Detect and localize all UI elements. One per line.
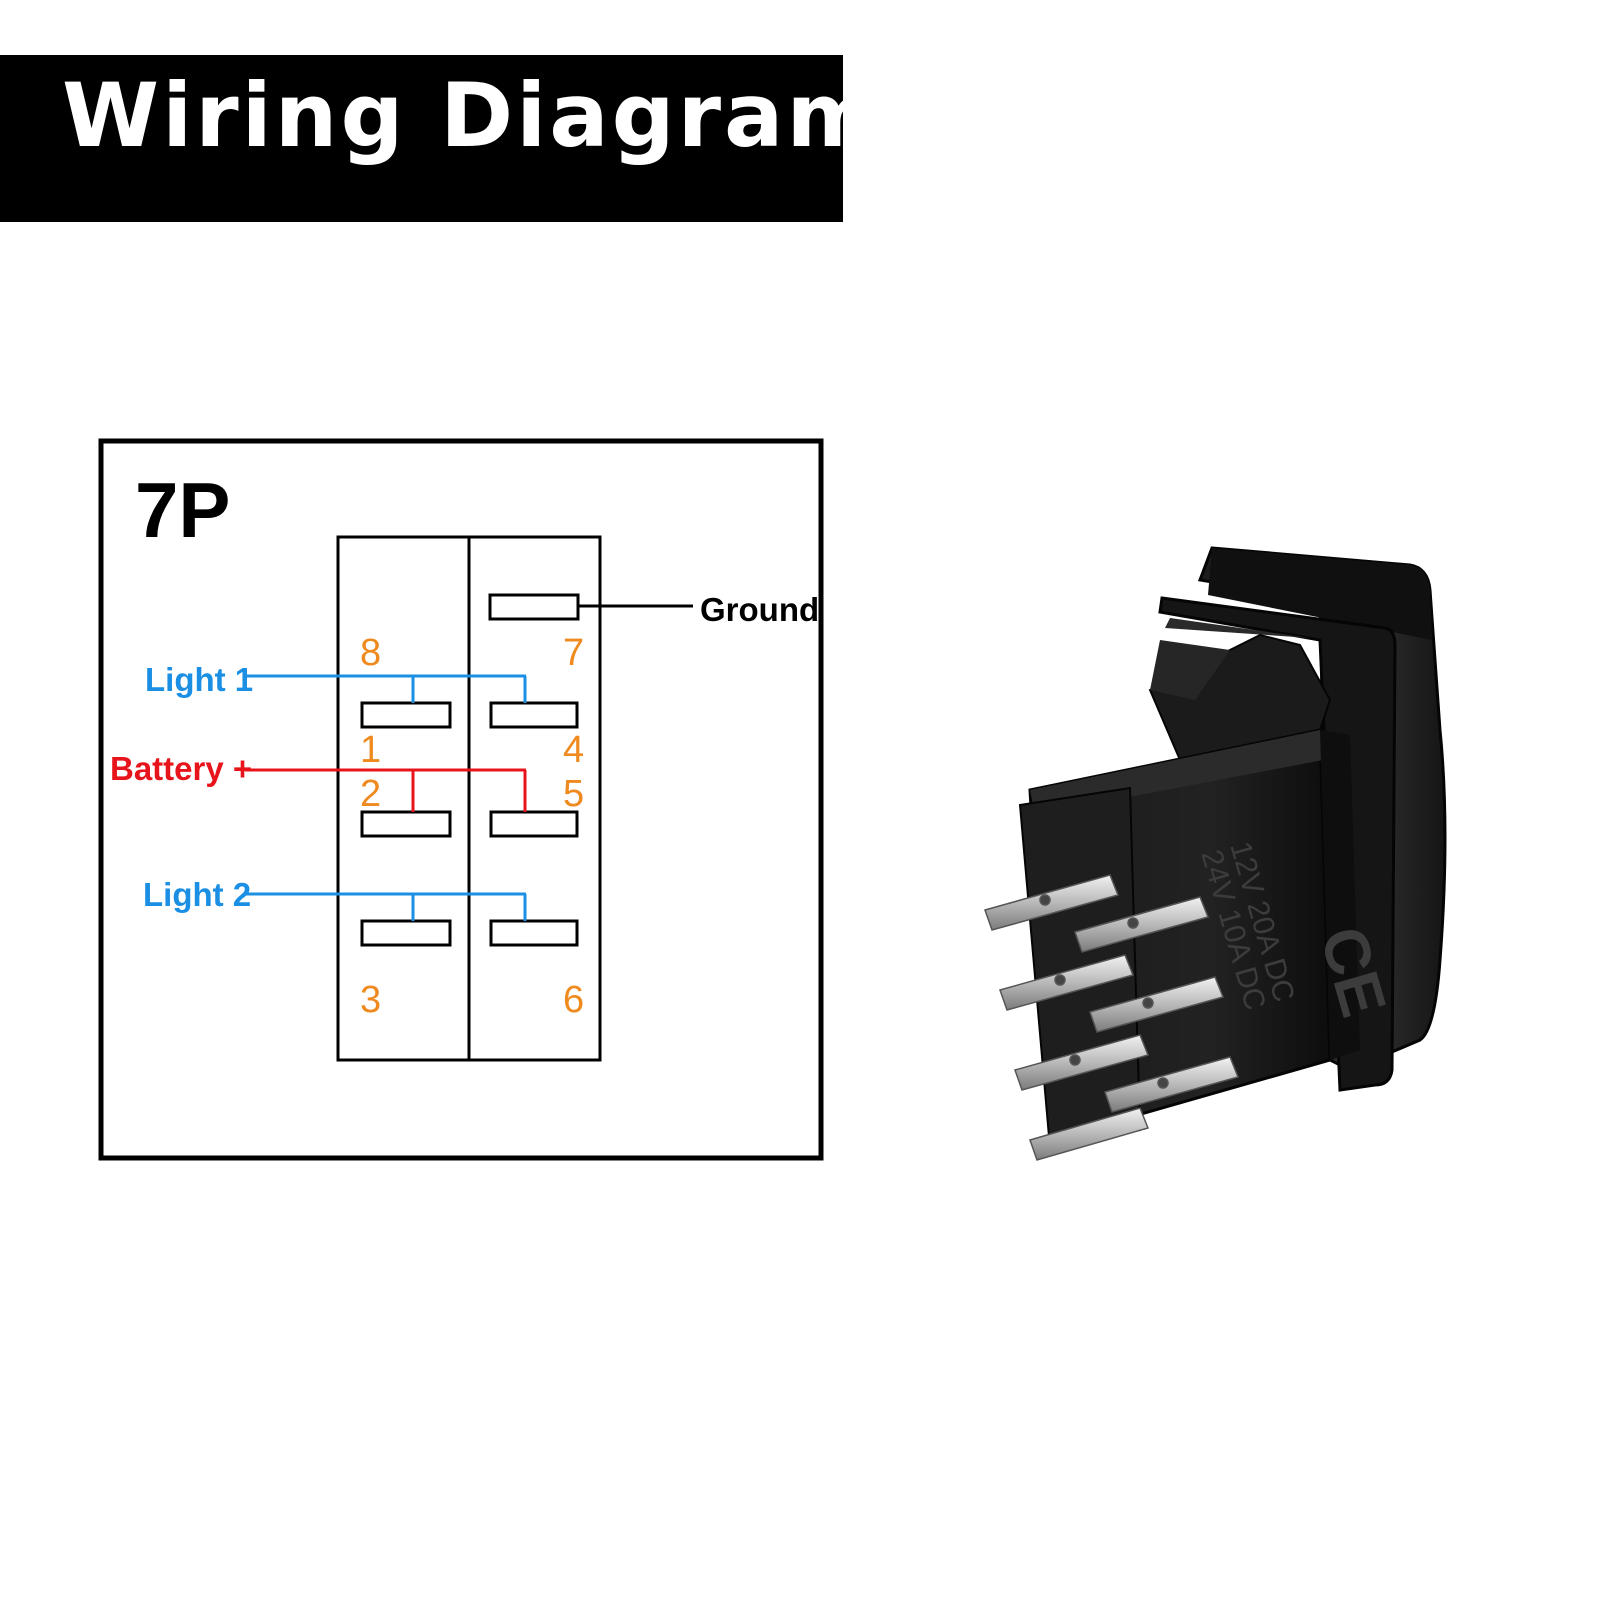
pin-number-4: 4: [563, 729, 584, 771]
light1-wire: [245, 674, 527, 703]
pin-number-7: 7: [563, 632, 584, 674]
pin-number-6: 6: [563, 979, 584, 1021]
pin-number-2: 2: [360, 773, 381, 815]
terminal-3: [360, 919, 452, 947]
pin-count-label: 7P: [135, 466, 230, 554]
terminal-1: [360, 701, 452, 729]
light2-label: Light 2: [143, 876, 251, 913]
terminal-6: [489, 919, 579, 947]
ground-label: Ground: [700, 591, 819, 628]
terminal-4: [489, 701, 579, 729]
terminal-2: [360, 810, 452, 838]
title-banner: [0, 55, 843, 222]
terminal-5: [489, 810, 579, 838]
light2-wire: [245, 892, 527, 921]
page-title: Wiring Diagram: [62, 64, 882, 167]
pin-number-8: 8: [360, 632, 381, 674]
battery-wire: [245, 768, 527, 812]
pin-number-1: 1: [360, 729, 381, 771]
diagram-frame: [98, 438, 824, 1161]
rocker-switch-illustration: 12V 20A DC 24V 10A DC CE: [984, 546, 1447, 1161]
light1-label: Light 1: [145, 661, 253, 698]
terminal-7: [488, 593, 580, 621]
pin-number-5: 5: [563, 773, 584, 815]
battery-label: Battery +: [110, 750, 252, 787]
pin-number-3: 3: [360, 979, 381, 1021]
